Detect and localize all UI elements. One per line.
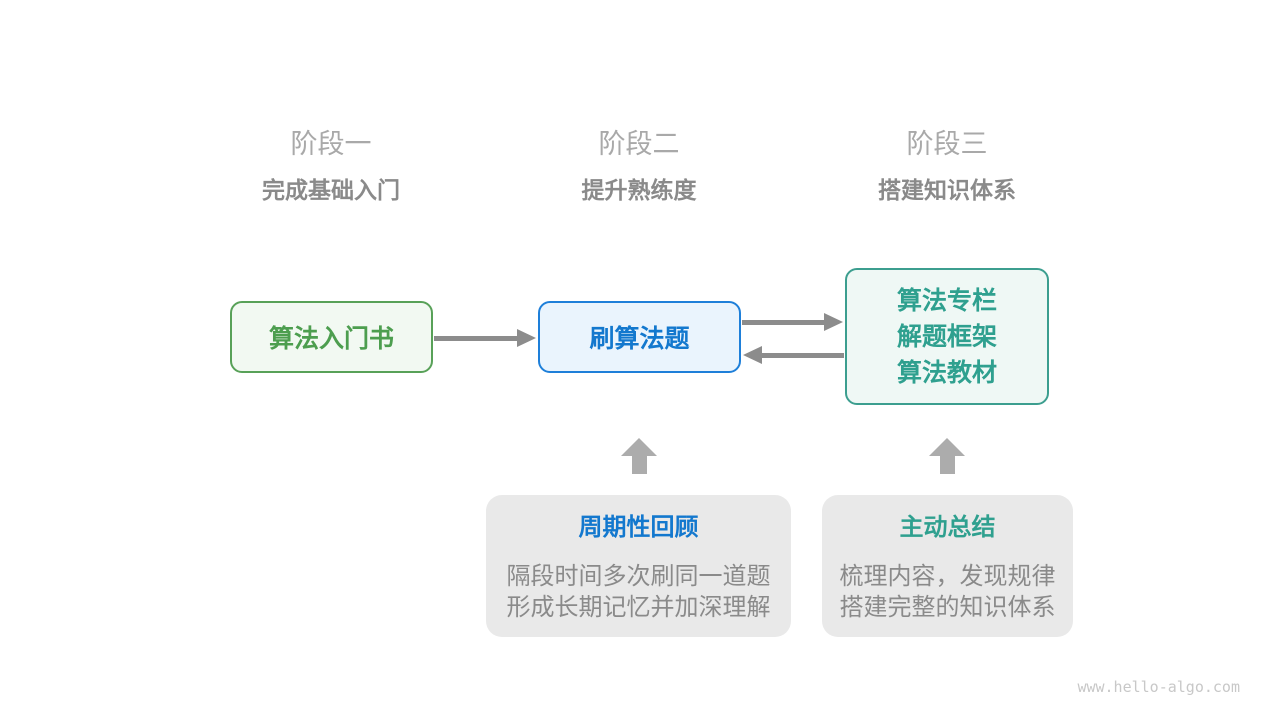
arrow-shaft bbox=[762, 352, 844, 358]
stage-1-subtitle: 完成基础入门 bbox=[262, 177, 400, 203]
stage-2-header: 阶段二 提升熟练度 bbox=[529, 128, 749, 204]
stage-1-header: 阶段一 完成基础入门 bbox=[221, 128, 441, 204]
arrow-right-icon bbox=[517, 329, 536, 347]
stage-3-title: 阶段三 bbox=[906, 129, 988, 159]
callout-active-summary: 主动总结 梳理内容，发现规律 搭建完整的知识体系 bbox=[822, 495, 1073, 637]
callout-body-line: 搭建完整的知识体系 bbox=[839, 594, 1056, 621]
node-advanced-resources: 算法专栏 解题框架 算法教材 bbox=[845, 268, 1049, 405]
callout-active-summary-title: 主动总结 bbox=[899, 514, 996, 541]
callout-body-line: 隔段时间多次刷同一道题 bbox=[506, 563, 771, 590]
arrow-shaft bbox=[742, 319, 824, 325]
node-resources-line-3: 算法教材 bbox=[896, 358, 997, 387]
callout-body-line: 形成长期记忆并加深理解 bbox=[506, 594, 771, 621]
up-arrow-stem bbox=[631, 456, 647, 474]
stage-1-title: 阶段一 bbox=[290, 129, 372, 159]
up-arrow-summary-icon bbox=[929, 438, 965, 474]
arrow-left-icon bbox=[743, 346, 762, 364]
stage-2-subtitle: 提升熟练度 bbox=[581, 177, 697, 203]
node-resources-line-1: 算法专栏 bbox=[896, 286, 997, 315]
up-arrow-head bbox=[621, 438, 657, 456]
arrow-shaft bbox=[434, 335, 517, 341]
callout-body-line: 梳理内容，发现规律 bbox=[839, 563, 1056, 590]
node-practice-problems: 刷算法题 bbox=[538, 301, 741, 373]
stage-3-header: 阶段三 搭建知识体系 bbox=[837, 128, 1057, 204]
node-resources-line-2: 解题框架 bbox=[896, 322, 997, 351]
arrow-right-icon bbox=[824, 313, 843, 331]
arrow-resources-to-practice bbox=[743, 346, 844, 364]
arrow-intro-to-practice bbox=[434, 329, 536, 347]
callout-periodic-review: 周期性回顾 隔段时间多次刷同一道题 形成长期记忆并加深理解 bbox=[486, 495, 791, 637]
stage-3-subtitle: 搭建知识体系 bbox=[878, 177, 1016, 203]
watermark: www.hello-algo.com bbox=[1077, 678, 1240, 696]
node-practice-problems-label: 刷算法题 bbox=[589, 325, 690, 353]
up-arrow-head bbox=[929, 438, 965, 456]
arrow-practice-to-resources bbox=[742, 313, 843, 331]
callout-active-summary-body: 梳理内容，发现规律 搭建完整的知识体系 bbox=[822, 561, 1073, 623]
callout-periodic-review-title: 周期性回顾 bbox=[578, 514, 699, 541]
up-arrow-review-icon bbox=[621, 438, 657, 474]
node-intro-book-label: 算法入门书 bbox=[268, 325, 394, 353]
node-intro-book: 算法入门书 bbox=[230, 301, 433, 373]
up-arrow-stem bbox=[939, 456, 955, 474]
stage-2-title: 阶段二 bbox=[598, 129, 680, 159]
callout-periodic-review-body: 隔段时间多次刷同一道题 形成长期记忆并加深理解 bbox=[486, 561, 791, 623]
